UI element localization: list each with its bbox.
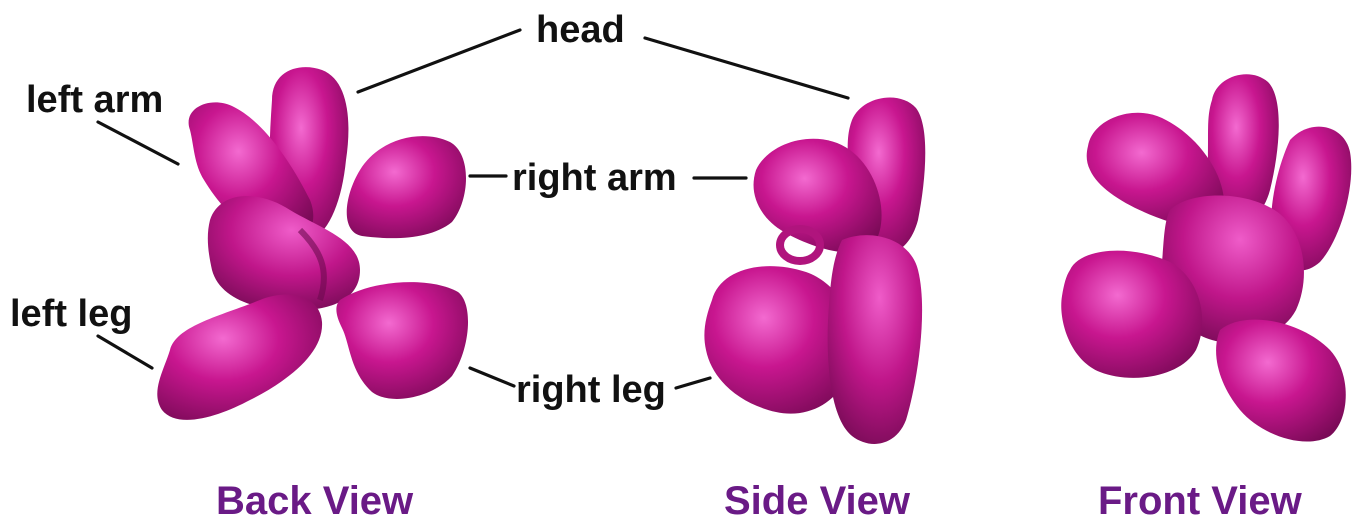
back-body-core (208, 196, 360, 310)
right-leg-label: right leg (516, 369, 666, 411)
right-leg-leader-left (470, 368, 514, 386)
back-view-caption: Back View (216, 479, 414, 522)
back-right-leg-lobe (336, 282, 468, 399)
head-leader-right (645, 38, 848, 98)
back-right-arm-lobe (347, 136, 466, 238)
back-left-leg-lobe (157, 295, 322, 420)
front-view-caption: Front View (1098, 479, 1303, 522)
back-view-model (157, 67, 468, 420)
side-view-caption: Side View (724, 479, 911, 522)
right-leg-leader-right (676, 378, 710, 388)
left-arm-leader (98, 122, 178, 164)
left-leg-leader (98, 336, 152, 368)
left-arm-label: left arm (26, 79, 163, 121)
head-label: head (536, 9, 625, 51)
front-right-leg-lobe (1216, 320, 1346, 442)
side-view-model (704, 98, 925, 444)
front-view-model (1061, 74, 1351, 441)
side-body-column (828, 235, 922, 444)
left-leg-label: left leg (10, 293, 132, 335)
head-leader-left (358, 30, 520, 92)
right-arm-label: right arm (512, 157, 677, 199)
